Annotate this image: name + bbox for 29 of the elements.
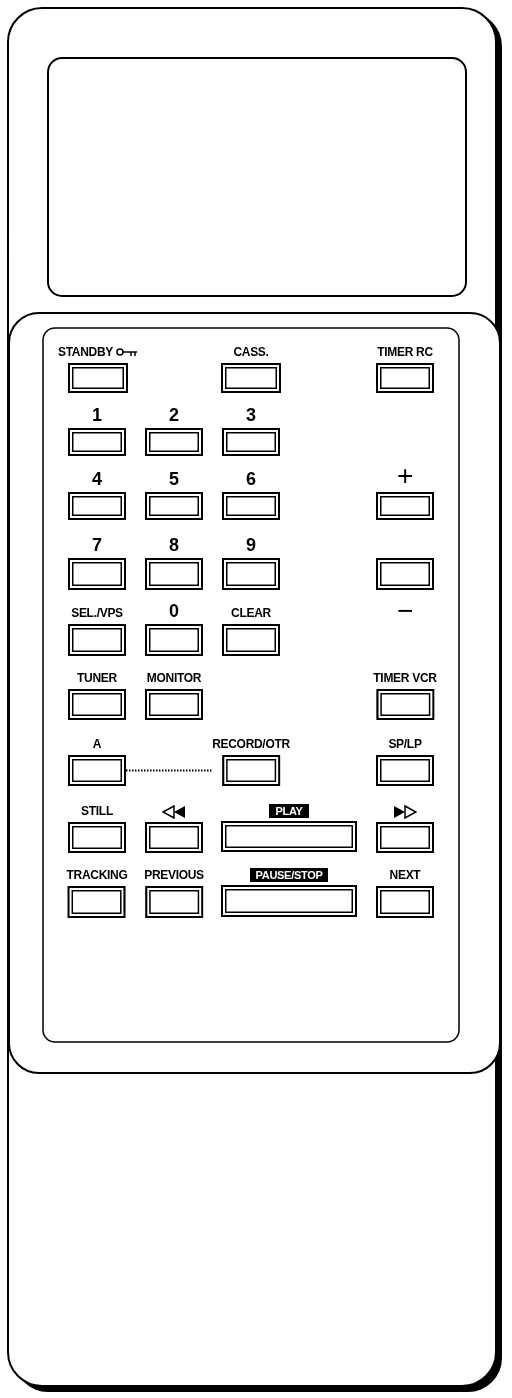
- button-label: SP/LP: [388, 737, 422, 752]
- button-label: TIMER RC: [377, 345, 433, 360]
- button-label: 3: [246, 405, 256, 425]
- button-label: STILL: [81, 804, 113, 819]
- button-label: 4: [92, 469, 102, 489]
- button-label: NEXT: [389, 868, 421, 883]
- button-label: MONITOR: [146, 671, 202, 686]
- button-label: SEL./VPS: [71, 606, 123, 621]
- button-label: 1: [92, 405, 102, 425]
- button-label: PREVIOUS: [144, 868, 204, 883]
- button-label: CLEAR: [231, 606, 271, 621]
- button-label: 8: [169, 535, 179, 555]
- button-label: +: [396, 463, 414, 489]
- button-label: 5: [169, 469, 179, 489]
- button-label: 6: [246, 469, 256, 489]
- button-label: −: [396, 598, 414, 624]
- button-label: 7: [92, 535, 102, 555]
- button-label: 9: [246, 535, 256, 555]
- button-label: CASS.: [233, 345, 269, 360]
- button-label: 2: [169, 405, 179, 425]
- button-label: STANDBY: [58, 345, 113, 360]
- button-label: RECORD/OTR: [212, 737, 290, 752]
- button-label: PLAY: [269, 804, 309, 818]
- button-label: TIMER VCR: [373, 671, 437, 686]
- button-label: TRACKING: [66, 868, 128, 883]
- button-label: PAUSE/STOP: [249, 868, 329, 882]
- button-label: A: [92, 737, 102, 752]
- button-label: 0: [169, 601, 179, 621]
- button-label: TUNER: [77, 671, 117, 686]
